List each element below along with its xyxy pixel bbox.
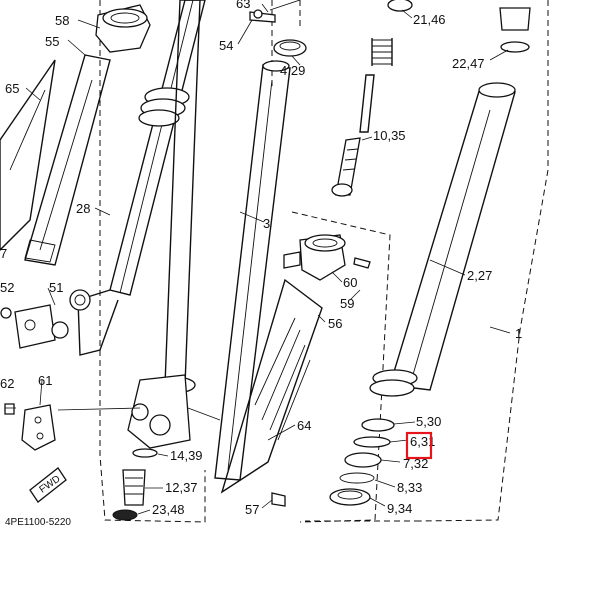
label-64: 64	[297, 418, 311, 433]
label-4-29: 4,29	[280, 63, 305, 78]
label-57: 57	[245, 502, 259, 517]
cap-22-47	[499, 7, 531, 53]
fork-protector-55	[24, 54, 111, 266]
fwd-badge: FWD	[29, 467, 67, 503]
bushing-5-30	[361, 418, 395, 432]
leader-lines	[5, 3, 511, 515]
label-61: 61	[38, 373, 52, 388]
label-10-35: 10,35	[373, 128, 406, 143]
clip-8-33	[339, 472, 375, 484]
label-7-32: 7,32	[403, 456, 428, 471]
label-14-39: 14,39	[170, 448, 203, 463]
clamp-59	[283, 234, 346, 281]
group-boundary-left	[99, 0, 206, 523]
highlight-box	[405, 431, 433, 460]
bolt-57	[271, 492, 286, 507]
label-56: 56	[328, 316, 342, 331]
fork-guard-65	[0, 59, 56, 251]
lower-tube-center-left	[127, 0, 201, 449]
inner-tube-2-27	[369, 82, 516, 397]
damper-bolt-12-37	[122, 469, 146, 506]
label-8-33: 8,33	[397, 480, 422, 495]
label-2-27: 2,27	[467, 268, 492, 283]
spring-21-46	[371, 0, 413, 66]
collar-4-29	[273, 39, 307, 57]
label-62: 62	[0, 376, 14, 391]
top-clamp-58	[95, 4, 151, 53]
oil-seal-7-32	[344, 452, 382, 468]
bolt-52	[0, 307, 12, 319]
bolt-60	[353, 257, 371, 269]
label-22-47: 22,47	[452, 56, 485, 71]
gasket-23-48	[112, 509, 138, 521]
label-54: 54	[219, 38, 233, 53]
part-code: 4PE1100-5220	[5, 517, 71, 528]
label-65: 65	[5, 81, 19, 96]
label-12-37: 12,37	[165, 480, 198, 495]
label-28: 28	[76, 201, 90, 216]
axle-holder-51	[14, 289, 91, 349]
label-5-30: 5,30	[416, 414, 441, 429]
label-1: 1	[515, 326, 522, 341]
label-52: 52	[0, 280, 14, 295]
label-59: 59	[340, 296, 354, 311]
oil-seal-14-39	[132, 448, 158, 458]
label-23-48: 23,48	[152, 502, 185, 517]
bracket-61	[4, 403, 56, 451]
label-6-31: 6,31	[410, 434, 435, 449]
outer-tube-left	[77, 0, 206, 356]
dust-seal-9-34	[329, 488, 371, 506]
washer-6-31	[353, 436, 391, 448]
label-55: 55	[45, 34, 59, 49]
damper-rod-10-35	[331, 74, 375, 197]
bracket-54	[253, 0, 301, 19]
label-7: 7	[0, 246, 7, 261]
label-21-46: 21,46	[413, 12, 446, 27]
label-63: 63	[236, 0, 250, 11]
label-9-34: 9,34	[387, 501, 412, 516]
inner-tube-3	[214, 60, 291, 481]
part-labels: 58 55 65 28 7 52 51 62 61 63 54 4,29 3 2…	[0, 0, 522, 517]
label-51: 51	[49, 280, 63, 295]
label-58: 58	[55, 13, 69, 28]
group-boundary-right	[305, 0, 549, 522]
label-60: 60	[343, 275, 357, 290]
label-3: 3	[263, 216, 270, 231]
guard-56	[220, 278, 323, 494]
